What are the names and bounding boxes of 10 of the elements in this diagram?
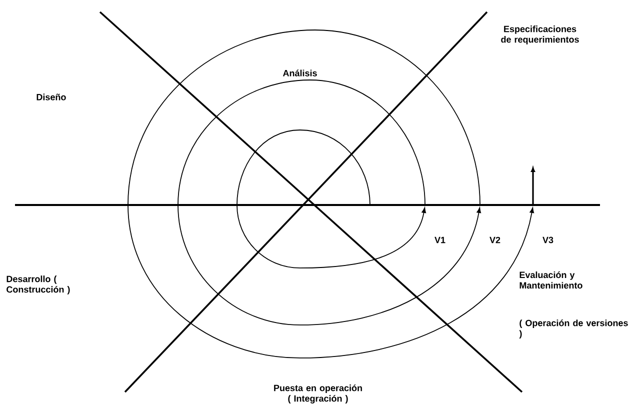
label: Desarrollo ( Construcción ) [6, 276, 70, 294]
label: Evaluación y Mantenimiento [520, 271, 582, 289]
label: V1 [434, 236, 446, 244]
label: Diseño [36, 94, 66, 100]
label: V3 [542, 236, 554, 244]
label: ( Operación de versiones ) [519, 320, 628, 338]
label: V2 [490, 236, 500, 244]
label: Puesta en operación ( Integración ) [274, 384, 362, 404]
label: Especificaciones de requerimientos [501, 26, 579, 44]
label: Análisis [282, 70, 317, 76]
